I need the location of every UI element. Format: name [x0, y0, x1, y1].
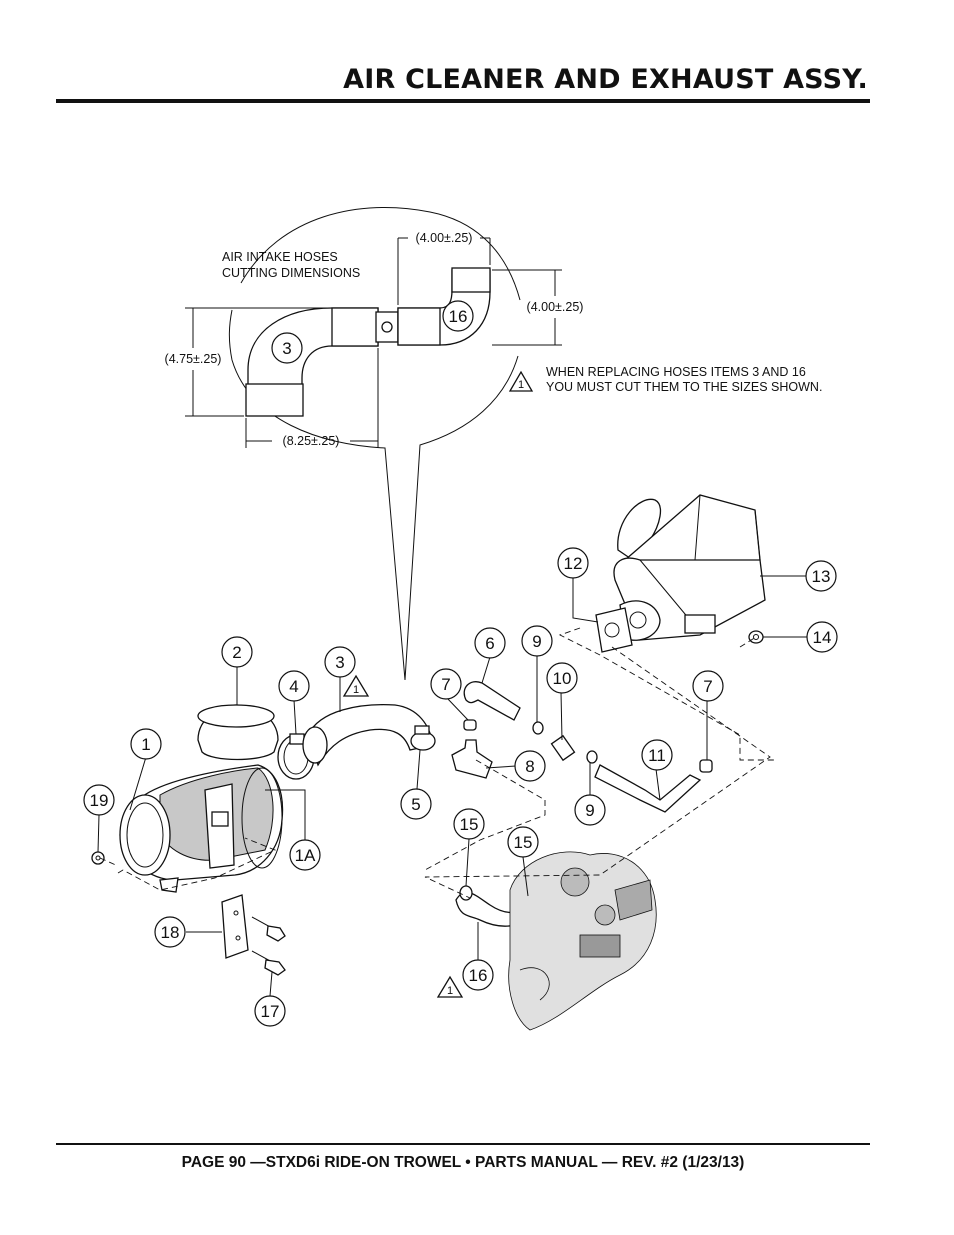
inset-heading-2: CUTTING DIMENSIONS	[222, 266, 360, 280]
hose-10	[550, 734, 576, 762]
svg-text:9: 9	[532, 632, 541, 651]
cutting-dimensions-inset: AIR INTAKE HOSES CUTTING DIMENSIONS (4.0…	[165, 207, 822, 681]
svg-text:14: 14	[813, 628, 832, 647]
svg-text:1: 1	[518, 379, 524, 391]
callout-3: 3	[324, 646, 356, 678]
muffler	[613, 494, 766, 641]
assembly-lines	[99, 627, 776, 899]
callout-9-lower: 9	[574, 794, 606, 826]
svg-text:15: 15	[460, 815, 479, 834]
warning-icon-hose-16: 1	[436, 975, 464, 998]
hose-16-end-left	[397, 307, 441, 346]
callout-11: 11	[641, 739, 673, 771]
hose-6	[463, 681, 521, 721]
header-rule	[56, 99, 870, 103]
fitting-7	[463, 719, 477, 731]
svg-text:8: 8	[525, 757, 534, 776]
svg-text:3: 3	[335, 653, 344, 672]
exhaust-gasket	[595, 607, 633, 653]
warning-icon-hose-3: 1	[342, 674, 370, 697]
svg-text:17: 17	[261, 1002, 280, 1021]
callout-7-left: 7	[430, 668, 462, 700]
svg-text:3: 3	[282, 339, 291, 358]
callout-10: 10	[546, 662, 578, 694]
callout-14: 14	[806, 621, 838, 653]
leader-lines	[97, 575, 807, 997]
hose-11	[594, 764, 702, 813]
svg-text:15: 15	[514, 833, 533, 852]
coupler-hole	[381, 321, 393, 333]
callout-7-right: 7	[692, 670, 724, 702]
dimension-right: (4.00±.25)	[527, 300, 584, 314]
dimension-left: (4.75±.25)	[165, 352, 222, 366]
inset-callout-3: 3	[271, 332, 303, 364]
svg-text:11: 11	[648, 746, 666, 765]
nut-19	[91, 851, 105, 865]
svg-text:1: 1	[447, 985, 453, 997]
clamp-5	[410, 725, 436, 751]
inset-bubble-outline	[228, 207, 521, 681]
svg-text:1: 1	[141, 735, 150, 754]
page-footer: PAGE 90 —STXD6i RIDE-ON TROWEL • PARTS M…	[181, 1154, 745, 1171]
clamp-9-upper	[532, 721, 544, 735]
inset-callout-16: 16	[442, 300, 474, 332]
callout-16: 16	[462, 959, 494, 991]
callout-2: 2	[221, 636, 253, 668]
bolt-lower	[251, 950, 286, 976]
svg-text:7: 7	[441, 675, 450, 694]
callout-13: 13	[805, 560, 837, 592]
note-warning-icon: 1	[508, 370, 534, 392]
fitting-7-right	[699, 759, 713, 773]
svg-text:1A: 1A	[295, 846, 316, 865]
hose-3-end-right	[331, 307, 379, 347]
svg-text:16: 16	[449, 307, 468, 326]
svg-text:18: 18	[161, 923, 180, 942]
svg-text:19: 19	[90, 791, 109, 810]
hose-16-end-top	[451, 267, 491, 293]
dimension-top: (4.00±.25)	[416, 231, 473, 245]
svg-text:4: 4	[289, 677, 298, 696]
nut-14	[748, 630, 764, 644]
engine-sketch	[508, 851, 657, 1031]
dimension-bottom: (8.25±.25)	[283, 434, 340, 448]
svg-text:9: 9	[585, 801, 594, 820]
callout-8: 8	[514, 750, 546, 782]
tee-8	[451, 739, 493, 779]
callout-1: 1	[130, 728, 162, 760]
bolt-upper	[251, 916, 286, 942]
callout-9-upper: 9	[521, 625, 553, 657]
svg-text:5: 5	[411, 795, 420, 814]
callout-15-left: 15	[453, 808, 485, 840]
callout-12: 12	[557, 547, 589, 579]
callout-15-right: 15	[507, 826, 539, 858]
inset-note-1: WHEN REPLACING HOSES ITEMS 3 AND 16	[546, 365, 806, 379]
svg-text:13: 13	[812, 567, 831, 586]
inset-note-2: YOU MUST CUT THEM TO THE SIZES SHOWN.	[546, 380, 822, 394]
svg-text:16: 16	[469, 966, 488, 985]
hose-3-end-bottom	[245, 383, 304, 417]
callout-1a: 1A	[289, 839, 321, 871]
page-title: AIR CLEANER AND EXHAUST ASSY.	[343, 64, 868, 95]
callout-17: 17	[254, 995, 286, 1027]
footer-rule	[56, 1143, 870, 1145]
callout-5: 5	[400, 788, 432, 820]
svg-text:6: 6	[485, 634, 494, 653]
callout-4: 4	[278, 670, 310, 702]
inset-heading-1: AIR INTAKE HOSES	[222, 250, 338, 264]
bracket-18	[221, 894, 249, 959]
svg-text:10: 10	[553, 669, 572, 688]
clamp-9-lower	[586, 750, 598, 764]
svg-text:2: 2	[232, 643, 241, 662]
callout-19: 19	[83, 784, 115, 816]
svg-text:1: 1	[353, 684, 359, 696]
svg-text:7: 7	[703, 677, 712, 696]
callout-6: 6	[474, 627, 506, 659]
air-cleaner	[119, 704, 284, 893]
callout-18: 18	[154, 916, 186, 948]
svg-text:12: 12	[564, 554, 583, 573]
clamp-15-left	[459, 885, 473, 901]
